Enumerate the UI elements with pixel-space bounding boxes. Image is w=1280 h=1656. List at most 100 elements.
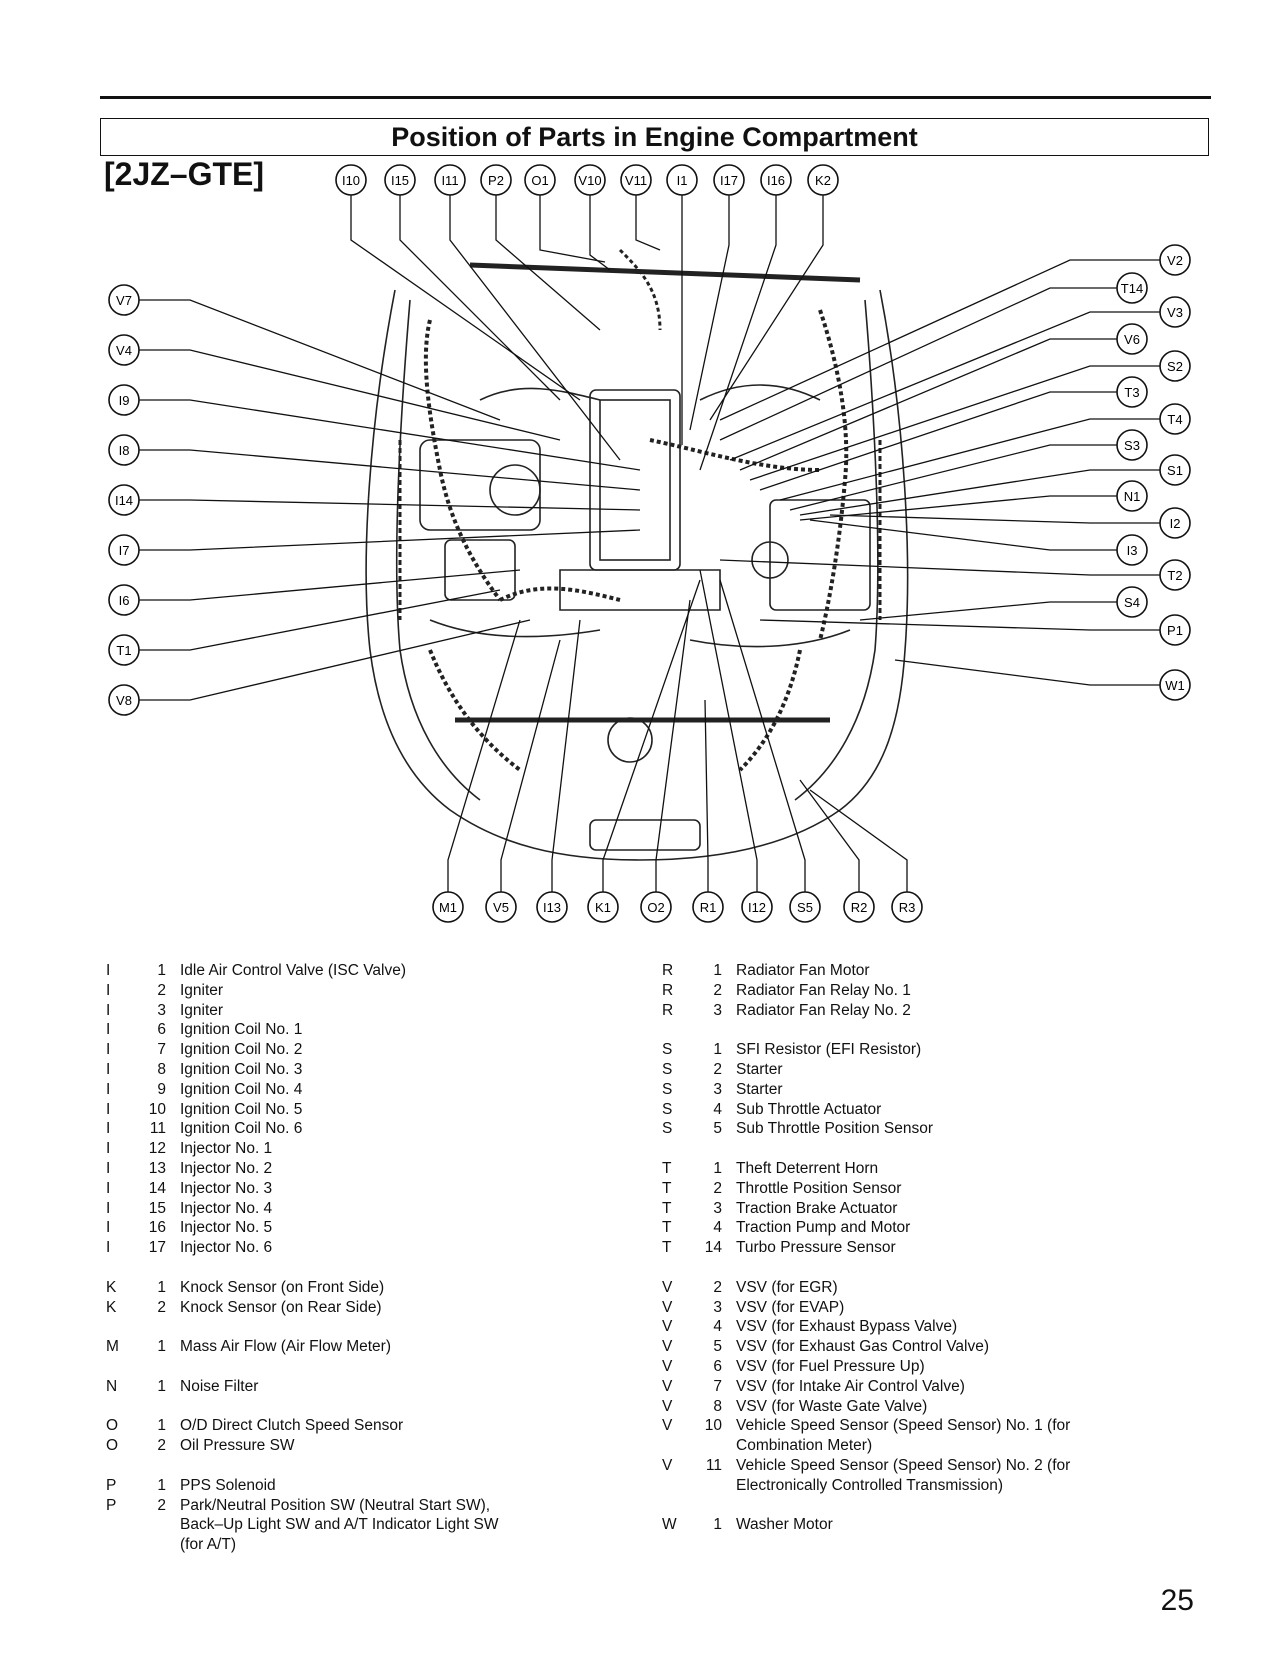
callout-r3: R3: [891, 891, 923, 923]
legend-letter: K: [106, 1278, 117, 1296]
legend-description: Traction Pump and Motor: [736, 1219, 911, 1237]
callout-s4: S4: [1116, 586, 1148, 618]
legend-number: 5: [713, 1338, 722, 1356]
legend-description: Injector No. 4: [180, 1199, 273, 1217]
callout-label: S5: [797, 900, 813, 915]
legend-number: 3: [713, 1001, 722, 1019]
callout-i2: I2: [1159, 507, 1191, 539]
legend-number: 17: [148, 1239, 166, 1257]
callout-label: I17: [720, 173, 738, 188]
legend-number: 10: [148, 1100, 166, 1118]
legend-description: SFI Resistor (EFI Resistor): [736, 1041, 922, 1059]
legend-letter: R: [662, 1001, 674, 1019]
legend-letter: [662, 1436, 692, 1456]
legend-description: Injector No. 2: [180, 1159, 273, 1177]
legend-description: VSV (for Fuel Pressure Up): [736, 1357, 925, 1375]
legend-description: Radiator Fan Relay No. 1: [736, 981, 911, 999]
callout-v5: V5: [485, 891, 517, 923]
page-title: Position of Parts in Engine Compartment: [100, 118, 1209, 156]
callout-label: S2: [1167, 359, 1183, 374]
callout-r2: R2: [843, 891, 875, 923]
callout-i17: I17: [713, 164, 745, 196]
legend-letter: R: [662, 962, 674, 979]
legend-number: 1: [157, 1417, 166, 1435]
callout-label: S3: [1124, 438, 1140, 453]
callout-label: I15: [391, 173, 409, 188]
legend-letter: I: [106, 1021, 111, 1039]
callout-label: T3: [1124, 385, 1139, 400]
legend-number: 11: [705, 1456, 722, 1474]
callout-i16: I16: [760, 164, 792, 196]
leader-lines: [139, 180, 1160, 892]
legend-description: Ignition Coil No. 2: [180, 1041, 303, 1059]
legend-letter: I: [106, 981, 111, 999]
callout-label: I13: [543, 900, 561, 915]
legend-description: Igniter: [180, 1001, 224, 1019]
legend-letter: S: [662, 1100, 673, 1118]
legend-number: 1: [713, 1041, 722, 1059]
callout-label: O1: [531, 173, 548, 188]
legend-letter: T: [662, 1179, 672, 1197]
legend-description: Back–Up Light SW and A/T Indicator Light…: [180, 1516, 499, 1534]
legend-letter: I: [106, 1080, 111, 1098]
callout-w1: W1: [1159, 669, 1191, 701]
callout-label: O2: [647, 900, 664, 915]
callout-label: S1: [1167, 463, 1183, 478]
legend-number: 14: [704, 1239, 722, 1257]
legend-number: [692, 1436, 736, 1456]
callout-label: I3: [1127, 543, 1138, 558]
legend-letter: T: [662, 1159, 672, 1177]
legend-description: Radiator Fan Motor: [736, 962, 870, 979]
callout-label: I6: [119, 593, 130, 608]
legend-letter: V: [662, 1338, 673, 1356]
legend-description: Starter: [736, 1080, 783, 1098]
legend-spacer: [106, 1456, 498, 1476]
legend-number: 2: [157, 1298, 166, 1316]
callout-i11: I11: [434, 164, 466, 196]
legend-description: Idle Air Control Valve (ISC Valve): [180, 962, 406, 979]
legend-letter: S: [662, 1041, 673, 1059]
legend-description: Vehicle Speed Sensor (Speed Sensor) No. …: [736, 1417, 1071, 1435]
callout-label: T14: [1121, 281, 1143, 296]
callout-label: I11: [441, 173, 458, 188]
callout-label: R2: [851, 900, 868, 915]
legend-number: 2: [713, 1278, 722, 1296]
top-rule: [100, 96, 1211, 99]
legend-description: VSV (for Waste Gate Valve): [736, 1397, 928, 1415]
callout-label: I7: [119, 543, 130, 558]
legend-letter: V: [662, 1417, 673, 1435]
legend-description: PPS Solenoid: [180, 1476, 276, 1494]
legend-row: Electronically Controlled Transmission): [662, 1476, 1070, 1496]
legend-number: 5: [713, 1120, 722, 1138]
legend-description: Knock Sensor (on Front Side): [180, 1278, 385, 1296]
legend-description: Combination Meter): [736, 1437, 873, 1455]
callout-i1: I1: [666, 164, 698, 196]
callout-label: I12: [748, 900, 766, 915]
callout-label: K1: [595, 900, 611, 915]
legend-description: Washer Motor: [736, 1516, 833, 1534]
callout-label: W1: [1165, 678, 1185, 693]
legend-description: Throttle Position Sensor: [736, 1179, 902, 1197]
callout-label: R1: [700, 900, 717, 915]
legend-number: 16: [148, 1219, 166, 1237]
legend-number: 2: [713, 981, 722, 999]
legend-letter: V: [662, 1278, 673, 1296]
legend-number: 6: [157, 1021, 166, 1039]
